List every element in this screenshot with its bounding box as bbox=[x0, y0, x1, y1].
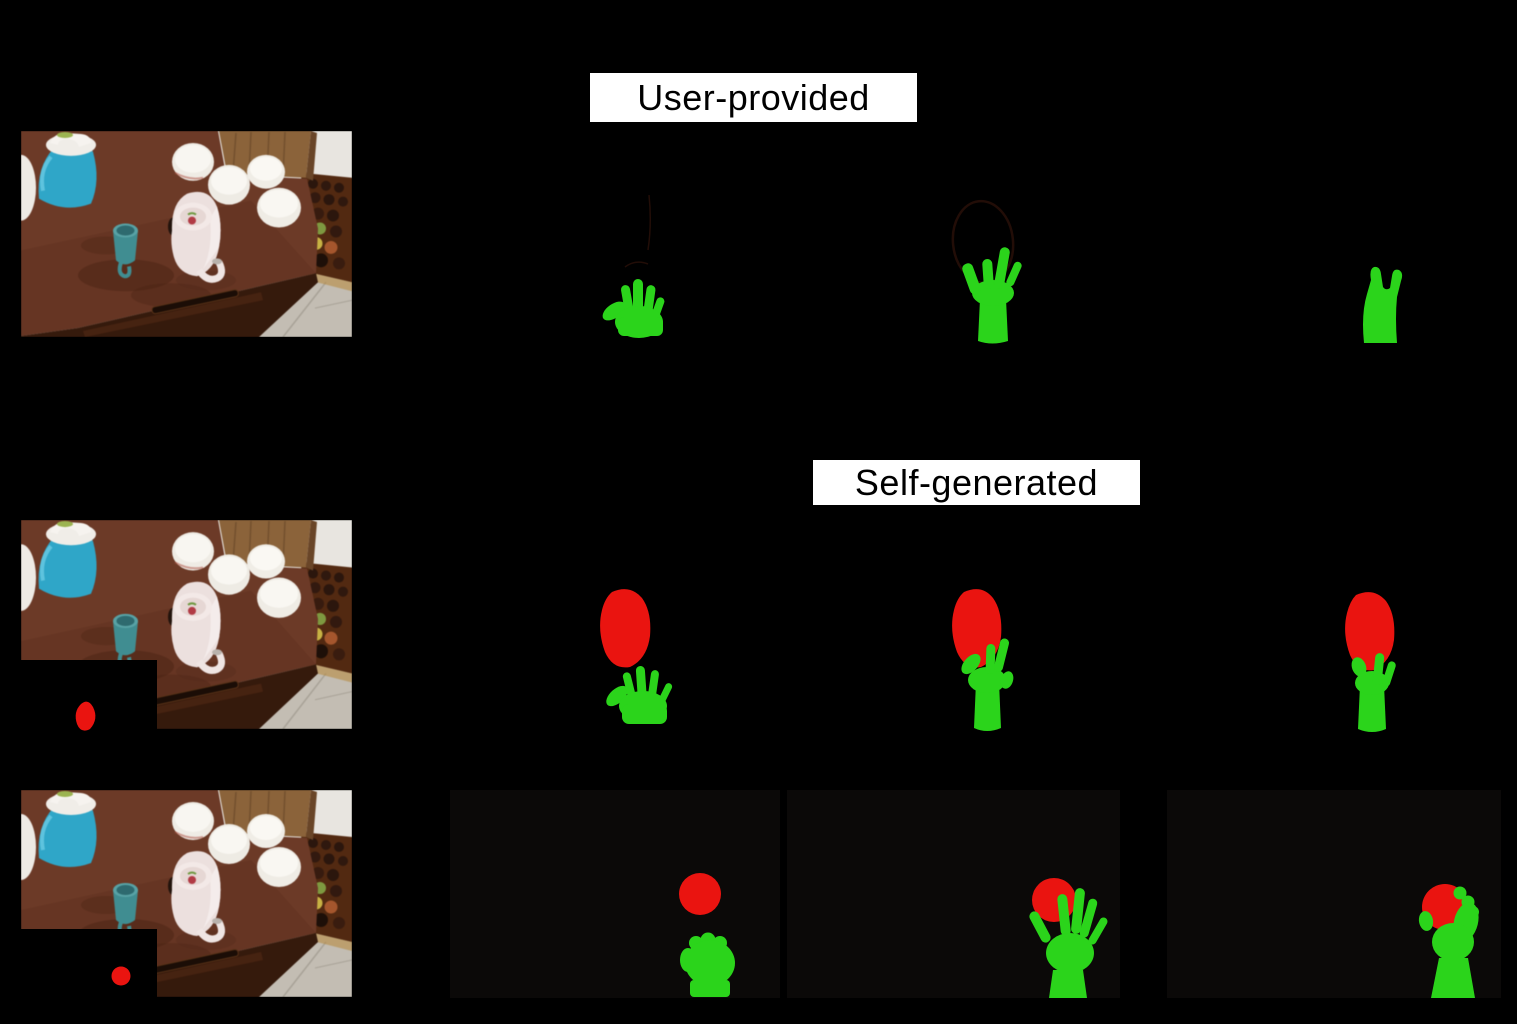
mask-row1-col2 bbox=[930, 185, 1060, 345]
hand-mask bbox=[606, 666, 673, 724]
teal-mug bbox=[113, 883, 138, 939]
object-mask bbox=[75, 701, 96, 731]
teal-mug bbox=[113, 223, 138, 279]
hand-mask bbox=[680, 932, 735, 997]
pink-kettle bbox=[168, 191, 226, 283]
pink-kettle bbox=[168, 581, 226, 674]
mask-row3-col3 bbox=[1167, 790, 1501, 998]
table-front bbox=[21, 273, 318, 337]
hand-mask bbox=[602, 279, 665, 338]
object-mask bbox=[111, 966, 131, 986]
object-mask bbox=[1345, 592, 1395, 671]
mask-row3-col2 bbox=[787, 790, 1120, 998]
white-bowls bbox=[172, 142, 301, 228]
wooden-board bbox=[219, 790, 317, 840]
caption-user-provided-text: User-provided bbox=[637, 76, 870, 118]
hand-mask bbox=[1418, 886, 1479, 998]
mask-row2-col3 bbox=[1330, 565, 1460, 735]
caption-self-generated: Self-generated bbox=[813, 460, 1140, 505]
white-object bbox=[21, 154, 36, 221]
white-object bbox=[21, 544, 36, 611]
object-mask-inset-row3 bbox=[16, 929, 157, 1013]
object-mask bbox=[679, 873, 721, 915]
mask-row2-col1 bbox=[580, 560, 720, 735]
object-outline-faint bbox=[624, 195, 652, 268]
pink-kettle bbox=[168, 851, 226, 943]
mask-row1-col3 bbox=[1340, 240, 1430, 345]
object-mask-inset-row2 bbox=[21, 660, 157, 737]
hand-mask bbox=[962, 247, 1022, 344]
mask-row3-col1 bbox=[450, 790, 780, 998]
hand-mask bbox=[1363, 266, 1403, 343]
hand-mask bbox=[1029, 888, 1108, 998]
blue-kettle bbox=[38, 521, 97, 598]
video-frame-scene bbox=[21, 131, 352, 337]
bottle-crate bbox=[301, 172, 352, 292]
wooden-board bbox=[219, 520, 317, 571]
blue-kettle bbox=[38, 131, 97, 208]
video-frame-row1 bbox=[21, 131, 352, 337]
object-mask bbox=[600, 589, 651, 668]
hand-mask bbox=[1351, 653, 1396, 732]
white-bowls bbox=[172, 802, 301, 887]
mask-row1-col1 bbox=[580, 195, 700, 345]
white-object bbox=[21, 814, 36, 880]
caption-user-provided: User-provided bbox=[590, 73, 917, 122]
mask-row2-col2 bbox=[930, 560, 1060, 735]
white-bowls bbox=[172, 532, 301, 618]
wooden-board bbox=[219, 131, 317, 181]
caption-self-generated-text: Self-generated bbox=[854, 461, 1099, 503]
blue-kettle bbox=[38, 791, 97, 867]
hand-mask bbox=[961, 638, 1014, 731]
